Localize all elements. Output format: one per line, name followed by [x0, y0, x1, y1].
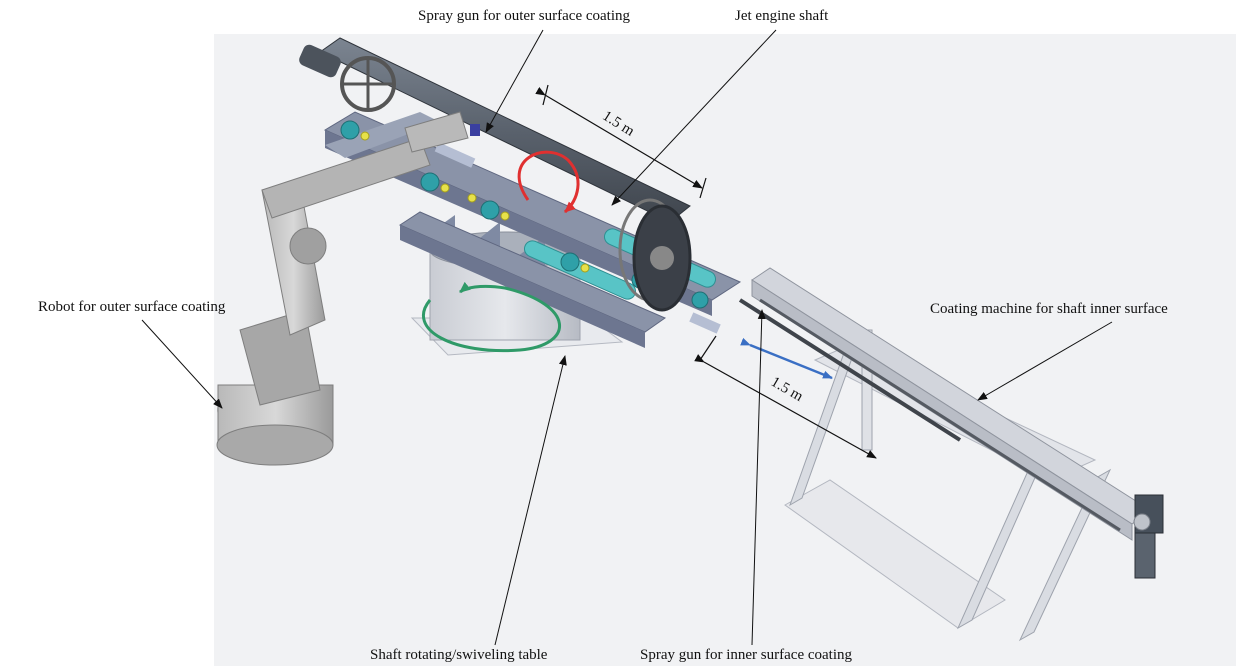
label-spray-gun-inner: Spray gun for inner surface coating [640, 647, 853, 663]
label-jet-engine-shaft: Jet engine shaft [735, 8, 829, 24]
leader-shaft-table [494, 355, 567, 646]
dim-gun-line [694, 354, 877, 459]
label-shaft-table: Shaft rotating/swiveling table [370, 647, 548, 663]
robot-illustration [216, 111, 469, 466]
leader-spray-gun-outer [485, 29, 544, 133]
label-spray-gun-outer: Spray gun for outer surface coating [418, 8, 631, 24]
dim-shaft-line [535, 86, 703, 189]
leader-coating-machine [977, 321, 1113, 401]
coating-machine-illustration [738, 267, 1164, 642]
leader-robot [141, 319, 223, 409]
label-coating-machine-inner: Coating machine for shaft inner surface [930, 301, 1168, 317]
leader-spray-gun-inner [751, 309, 766, 646]
table-swivel-arrow [422, 281, 562, 353]
label-robot-outer: Robot for outer surface coating [38, 299, 226, 315]
leader-jet-engine-shaft [611, 29, 777, 206]
